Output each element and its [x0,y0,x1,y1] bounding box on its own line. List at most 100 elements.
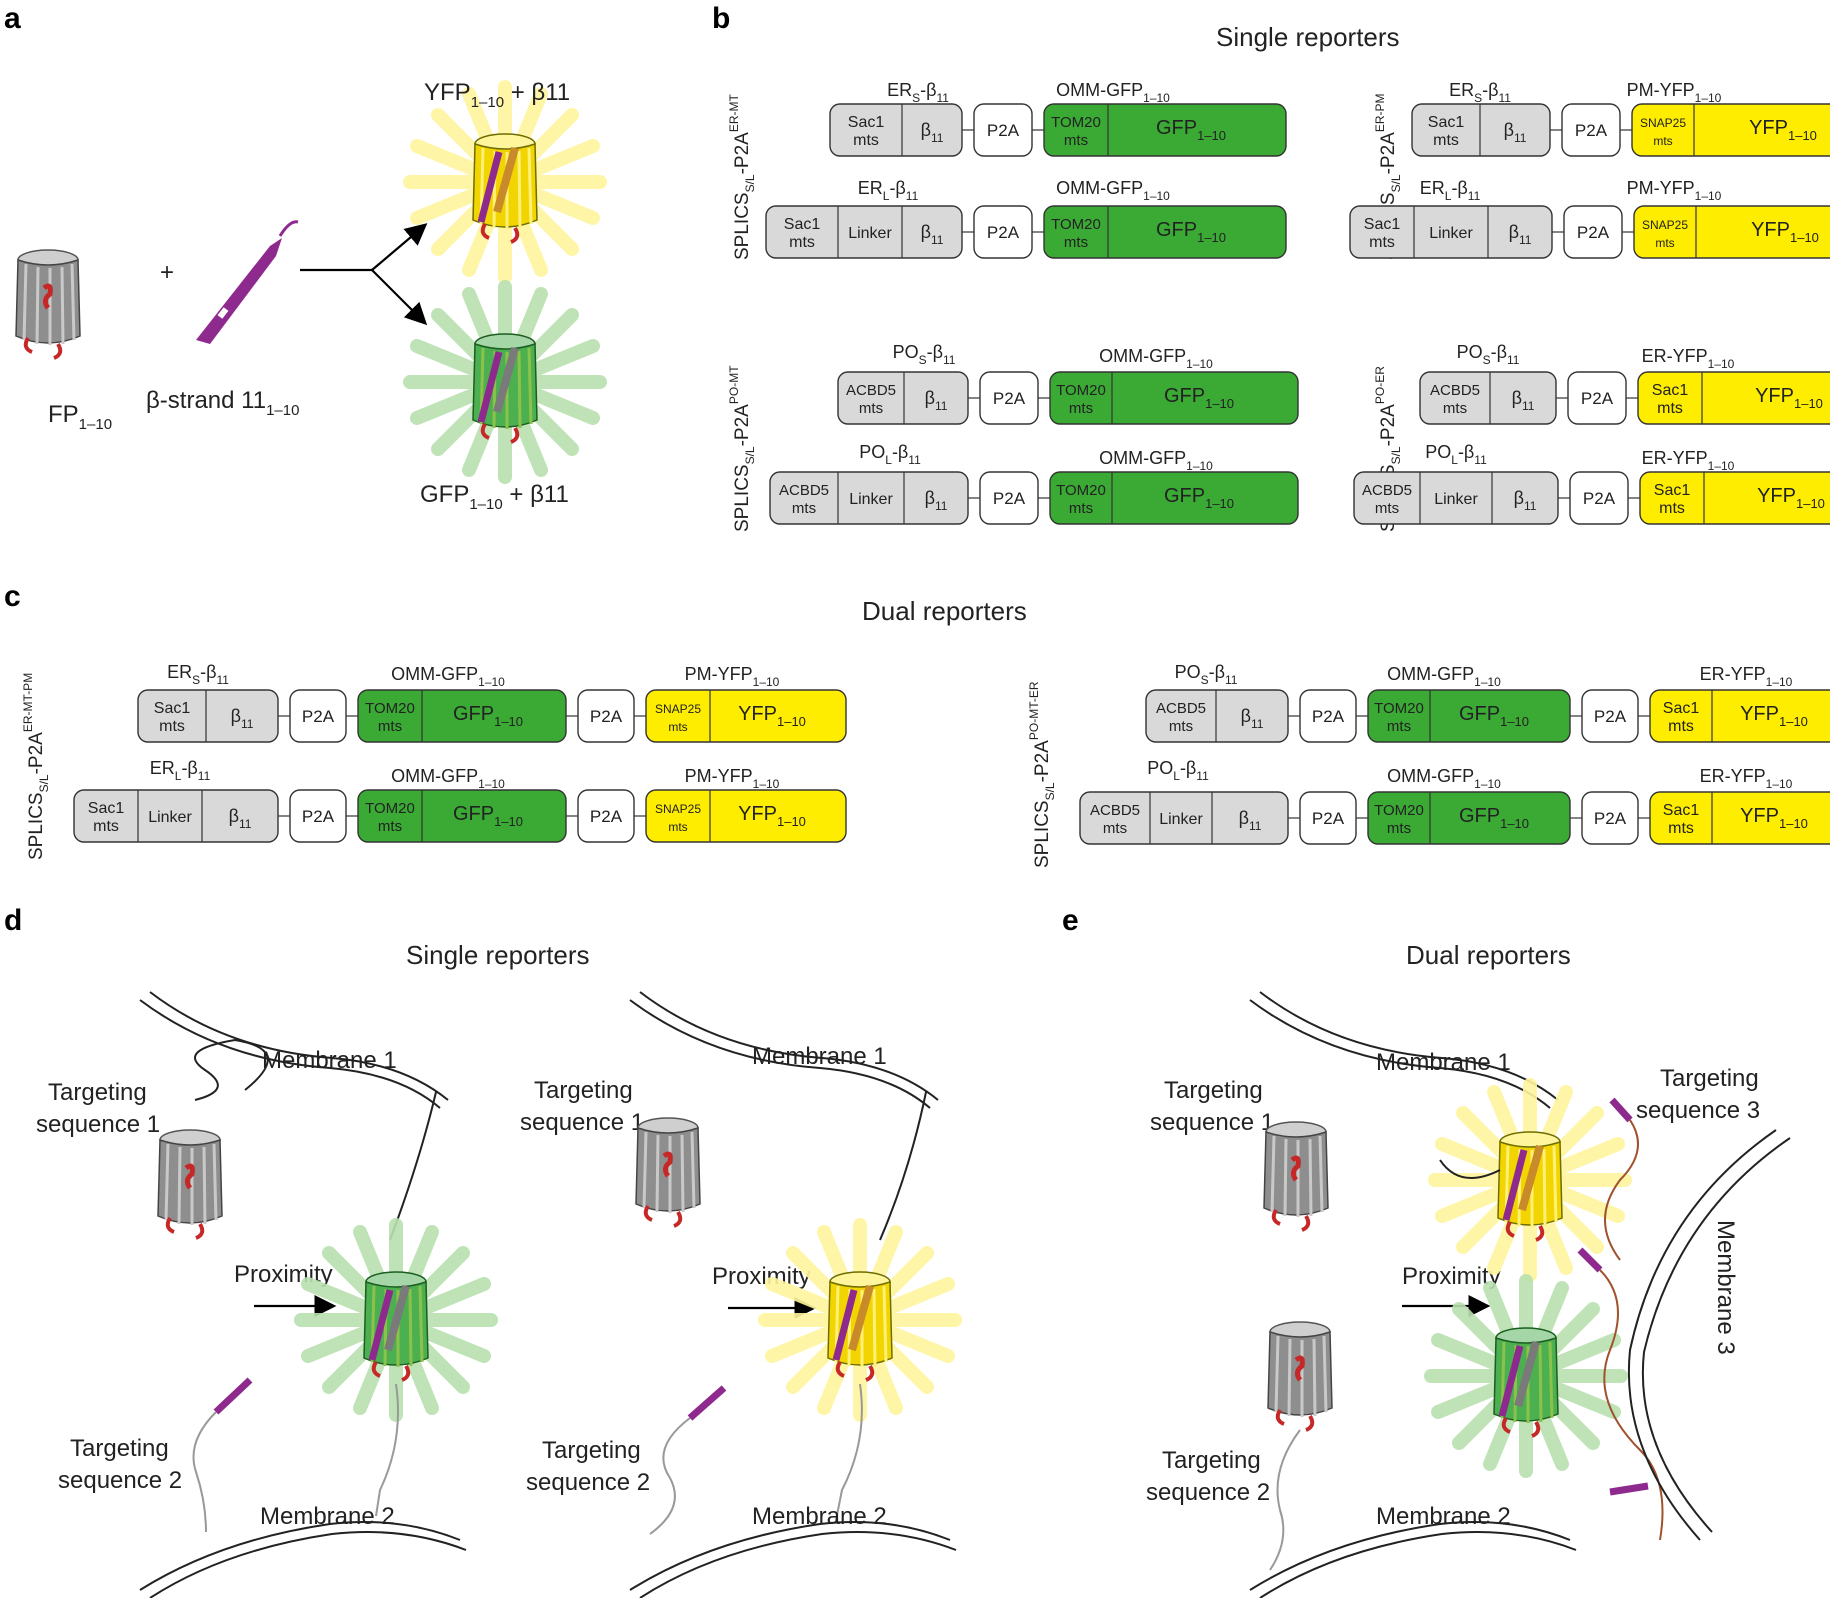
header-omm-gfp-3: OMM-GFP1–10 [1099,346,1213,371]
linker-label: Linker [848,225,892,242]
p2a-label: P2A [1577,223,1610,242]
gfp-label: GFP1–10 [1164,385,1234,411]
membrane-2-label-e: Membrane 2 [1376,1503,1511,1530]
panel-letter-d: d [4,904,22,937]
header-omm-gfp-4: OMM-GFP1–10 [1099,448,1213,473]
gfp-label: GFP1–10 [453,703,523,729]
gfp-label: GFP1–10 [1459,805,1529,831]
membrane-2-label-d1: Membrane 2 [260,1503,395,1530]
er-yfp-block [1639,471,1830,525]
panel-letter-c: c [4,580,21,613]
beta11-label: β11 [921,222,944,247]
linker-label: Linker [1434,491,1478,508]
linker-label: Linker [849,491,893,508]
sac1-label: Sac1 [1364,216,1401,233]
acbd5-label: ACBD5 [1090,802,1140,819]
header-pm-yfp-3: PM-YFP1–10 [685,664,780,689]
header-omm-gfp-5: OMM-GFP1–10 [391,664,505,689]
sac1-mts-label: mts [1659,500,1685,517]
sac1-mts-label: mts [789,234,815,251]
yfp-label: YFP1–10 [1751,219,1819,245]
er-yfp-block [1637,371,1830,425]
omm-gfp-block [1043,103,1287,157]
acbd5-mts-label: mts [1375,500,1399,517]
p2a-label: P2A [1583,489,1616,508]
snap25-label: SNAP25 [655,802,701,816]
fp-barrel-icon [16,250,80,358]
p2a-label: P2A [993,389,1026,408]
header-omm-gfp-7: OMM-GFP1–10 [1387,664,1501,689]
membrane-1-label-d2: Membrane 1 [752,1043,887,1070]
panel-d-title: Single reporters [406,940,590,970]
header-pm-yfp-2: PM-YFP1–10 [1627,178,1722,203]
header-omm-gfp-6: OMM-GFP1–10 [391,766,505,791]
proximity-label-d2: Proximity [712,1263,811,1290]
snap25-label: SNAP25 [655,702,701,716]
sac1-label: Sac1 [1652,382,1689,399]
er-yfp-block [1649,791,1830,845]
sac1-label: Sac1 [88,800,125,817]
beta11-label: β11 [231,706,254,731]
tom20-label: TOM20 [1056,382,1106,399]
pm-yfp-block [1631,103,1830,157]
gfp-complex-label: GFP1–10 + β11 [420,481,569,513]
header-erl-beta11-2: ERL-β11 [1420,178,1481,203]
p2a-label: P2A [987,223,1020,242]
header-pol-beta11-2: POL-β11 [1425,442,1487,467]
p2a-label: P2A [302,807,335,826]
tom20-mts-label: mts [1069,400,1093,417]
header-pos-beta11-1: POS-β11 [893,342,956,367]
header-er-yfp-1: ER-YFP1–10 [1642,346,1735,371]
beta11-label: β11 [1509,222,1532,247]
snap25-mts-label: mts [668,820,687,834]
panel-letter-b: b [712,2,730,35]
panel-c-title: Dual reporters [862,596,1027,626]
gfp-label: GFP1–10 [1156,219,1226,245]
tom20-mts-label: mts [1064,132,1088,149]
sac1-mts-label: mts [1369,234,1395,251]
tom20-label: TOM20 [1374,700,1424,717]
split-arrow [300,223,428,326]
panel-letter-e: e [1062,904,1079,937]
tom20-mts-label: mts [378,818,402,835]
sac1-label: Sac1 [848,114,885,131]
fp-barrel-icon-d1 [158,1130,222,1238]
pm-yfp-block [645,689,847,743]
yfp-label: YFP1–10 [1740,703,1808,729]
snap25-mts-label: mts [668,720,687,734]
beta11-label: β11 [925,388,948,413]
sac1-mts-label: mts [853,132,879,149]
construct-name-er-mt: SPLICSS/L-P2AER-MT [727,93,757,260]
tom20-label: TOM20 [1056,482,1106,499]
header-er-yfp-3: ER-YFP1–10 [1700,664,1793,689]
beta11-label: β11 [925,488,948,513]
beta-strand-icon [196,220,299,344]
header-ers-beta11-1: ERS-β11 [887,80,949,105]
sac1-mts-label: mts [1668,718,1694,735]
pm-yfp-block [1633,205,1830,259]
snap25-label: SNAP25 [1640,116,1686,130]
linker-label: Linker [1159,811,1203,828]
header-erl-beta11-1: ERL-β11 [858,178,919,203]
gfp-label: GFP1–10 [1164,485,1234,511]
sac1-mts-label: mts [1433,132,1459,149]
panel-letter-a: a [4,2,21,35]
header-omm-gfp-2: OMM-GFP1–10 [1056,178,1170,203]
snap25-mts-label: mts [1653,134,1672,148]
acbd5-label: ACBD5 [1430,382,1480,399]
header-erl-beta11-3: ERL-β11 [150,758,211,783]
acbd5-mts-label: mts [859,400,883,417]
panel-a: FP1–10 + β-strand 111–10 YFP1–10 + β11 G… [16,79,600,513]
plus-sign: + [160,259,174,286]
membrane-1-label-d1: Membrane 1 [262,1047,397,1074]
gfp-label: GFP1–10 [1459,703,1529,729]
fp-barrel-icon-e2 [1268,1322,1332,1430]
